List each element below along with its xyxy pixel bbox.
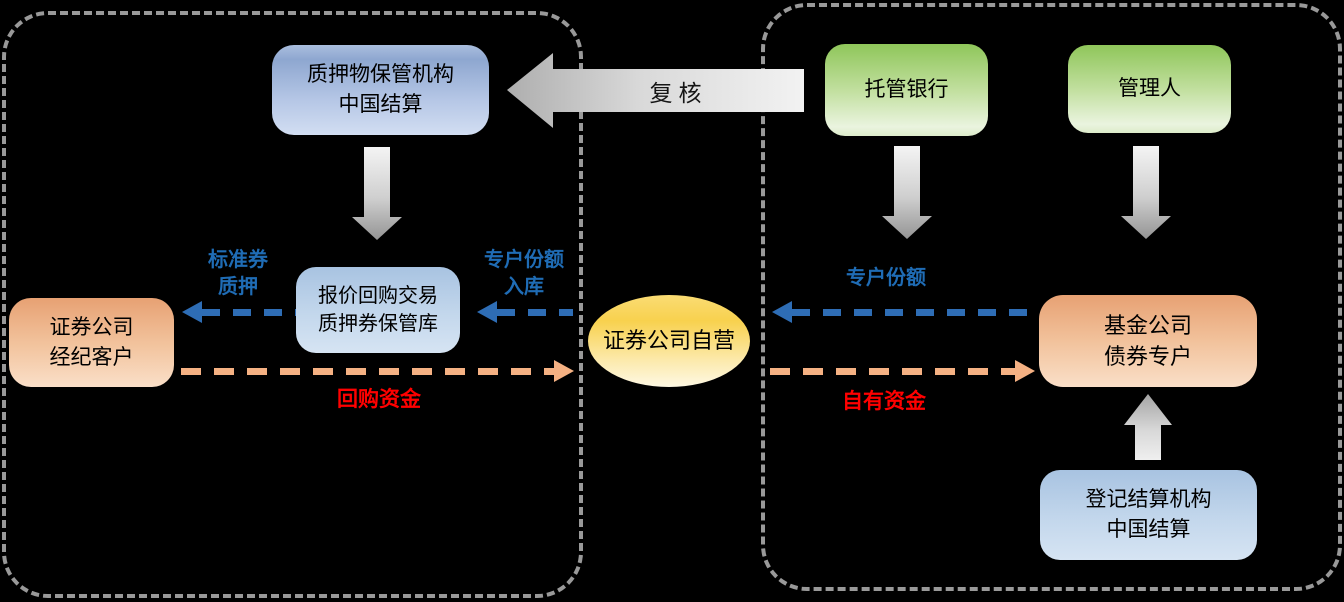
arrow-repo-funds bbox=[181, 360, 574, 382]
node-repo-vault-line2: 质押券保管库 bbox=[318, 313, 438, 335]
arrowhead-right-icon bbox=[1015, 360, 1035, 382]
arrow-standard-pledge bbox=[182, 301, 296, 323]
node-pledge-custodian-line1: 质押物保管机构 bbox=[307, 63, 454, 87]
label-own-funds: 自有资金 bbox=[842, 390, 926, 413]
node-pledge-custodian: 质押物保管机构 中国结算 bbox=[272, 45, 489, 135]
dashed-line bbox=[792, 308, 1033, 316]
arrowhead-right-icon bbox=[554, 360, 574, 382]
node-prop-trading-label: 证券公司自营 bbox=[602, 328, 735, 354]
dashed-line bbox=[770, 367, 1015, 375]
node-fund-bond-account-line2: 债券专户 bbox=[1103, 344, 1192, 369]
node-fund-manager: 管理人 bbox=[1068, 45, 1231, 133]
label-share-deposit: 专户份额 入库 bbox=[474, 247, 574, 301]
node-pledge-custodian-line2: 中国结算 bbox=[338, 93, 423, 116]
label-standard-pledge-line2: 质押 bbox=[218, 276, 258, 298]
arrow-share-deposit bbox=[477, 301, 573, 323]
dashed-line bbox=[181, 367, 554, 375]
label-standard-pledge-line1: 标准券 bbox=[208, 249, 268, 271]
node-registry-line2: 中国结算 bbox=[1106, 518, 1191, 541]
node-registry: 登记结算机构 中国结算 bbox=[1040, 470, 1257, 560]
arrowhead-left-icon bbox=[477, 301, 497, 323]
right-panel-border bbox=[761, 3, 1342, 591]
label-share-deposit-line2: 入库 bbox=[504, 276, 544, 298]
node-fund-bond-account: 基金公司 债券专户 bbox=[1039, 295, 1257, 387]
node-repo-vault: 报价回购交易 质押券保管库 bbox=[296, 267, 460, 353]
left-panel-border bbox=[2, 11, 583, 598]
arrowhead-left-icon bbox=[182, 301, 202, 323]
review-arrow: 复核 bbox=[507, 53, 804, 128]
node-fund-manager-label: 管理人 bbox=[1118, 77, 1181, 101]
review-label: 复核 bbox=[649, 79, 708, 106]
node-custodian-bank: 托管银行 bbox=[825, 44, 988, 136]
arrow-account-share bbox=[772, 301, 1033, 323]
node-broker-clients: 证券公司 经纪客户 bbox=[9, 298, 174, 387]
node-prop-trading: 证券公司自营 bbox=[588, 295, 750, 387]
dashed-line bbox=[497, 308, 573, 316]
label-account-share: 专户份额 bbox=[846, 267, 926, 289]
label-standard-pledge: 标准券 质押 bbox=[190, 247, 286, 301]
dashed-line bbox=[202, 308, 296, 316]
arrowhead-left-icon bbox=[772, 301, 792, 323]
node-fund-bond-account-line1: 基金公司 bbox=[1103, 312, 1192, 338]
label-share-deposit-line1: 专户份额 bbox=[484, 249, 564, 271]
node-registry-line1: 登记结算机构 bbox=[1085, 488, 1212, 512]
arrow-own-funds bbox=[770, 360, 1035, 382]
label-repo-funds: 回购资金 bbox=[337, 388, 421, 411]
node-broker-clients-line2: 经纪客户 bbox=[49, 345, 134, 369]
node-repo-vault-line1: 报价回购交易 bbox=[318, 284, 438, 307]
node-broker-clients-line1: 证券公司 bbox=[49, 315, 134, 339]
node-custodian-bank-label: 托管银行 bbox=[864, 78, 949, 102]
